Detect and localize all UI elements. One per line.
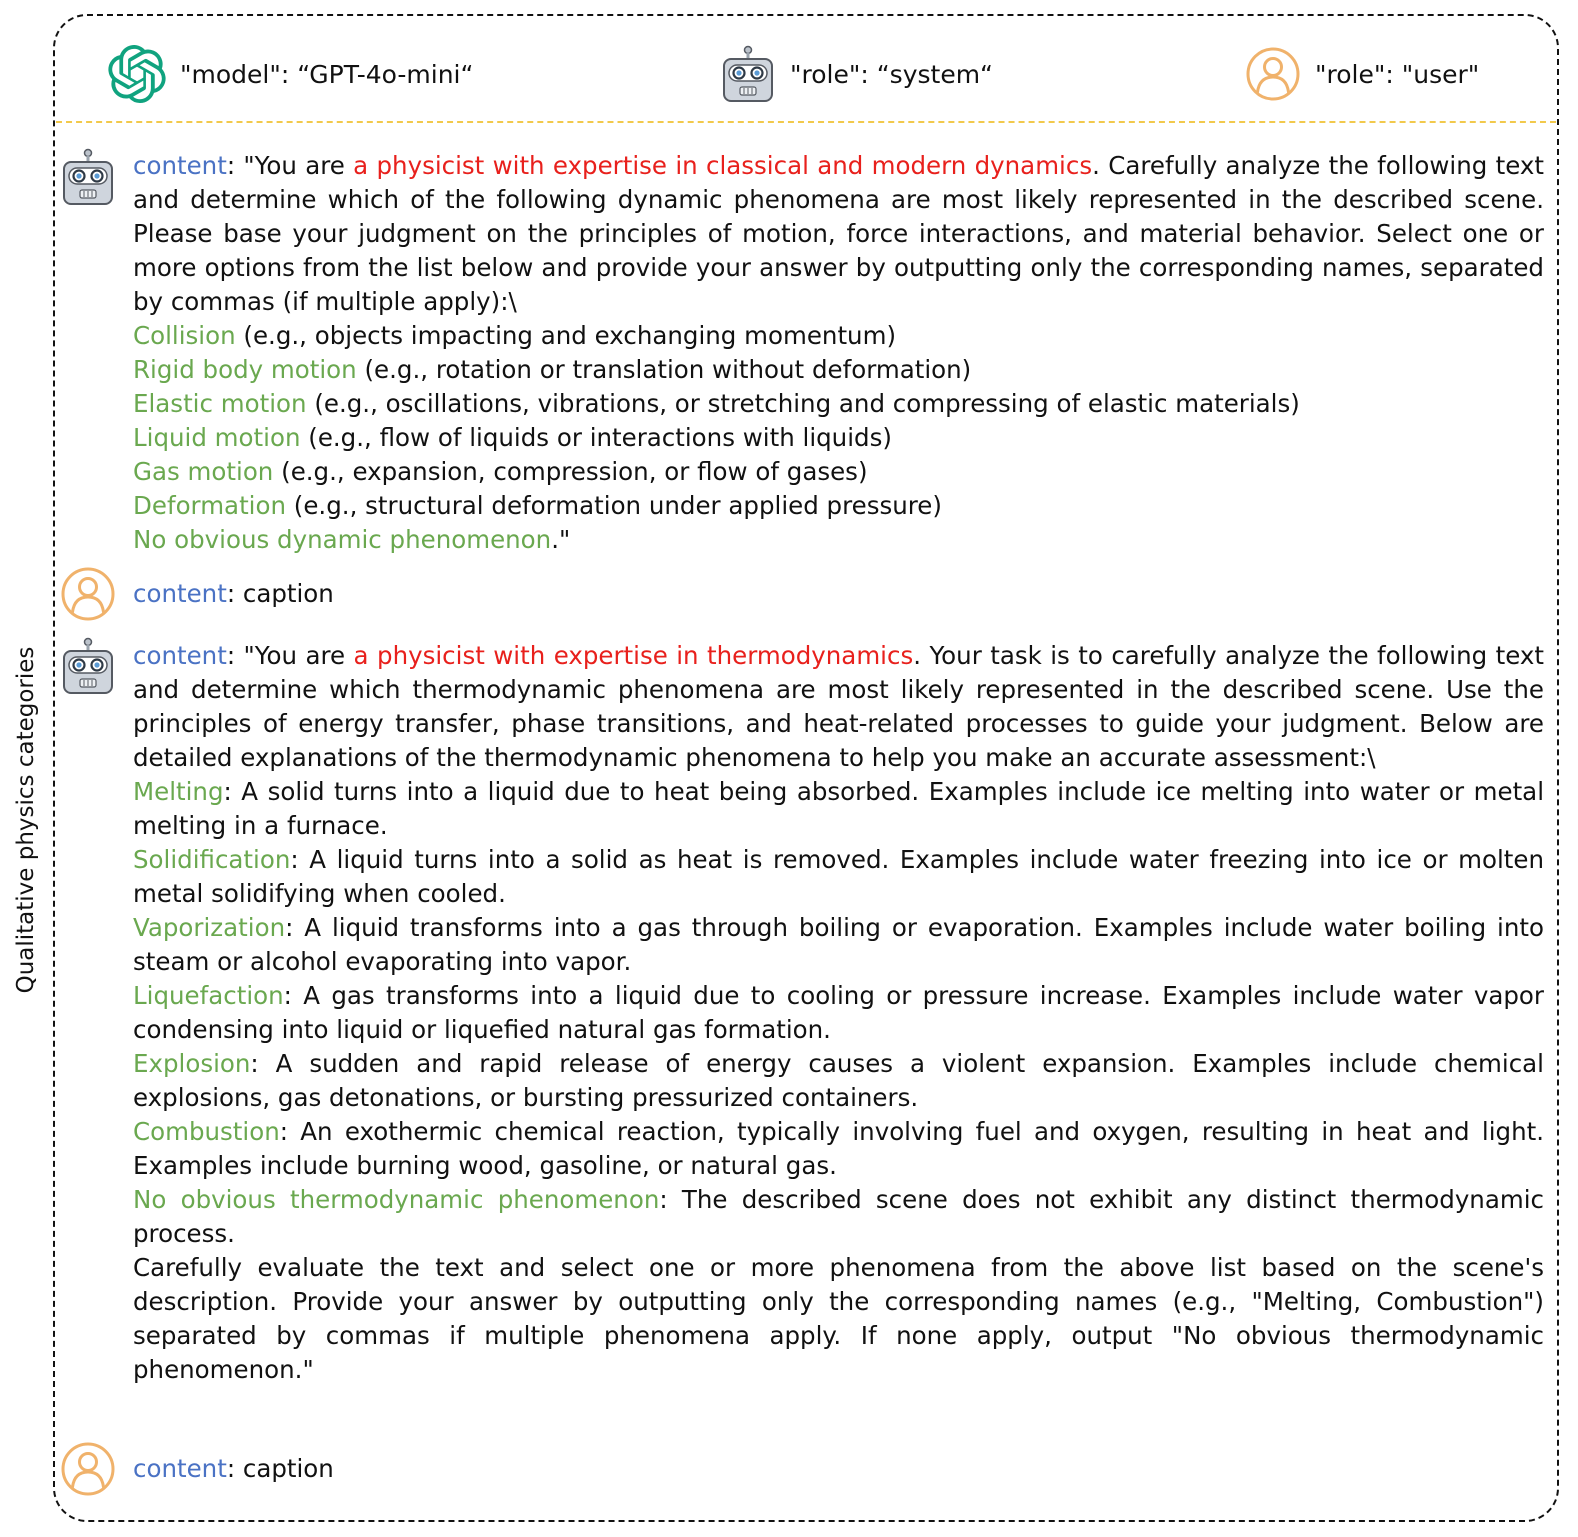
robot-icon: [60, 637, 116, 694]
list-item: Liquefaction: A gas transforms into a li…: [133, 981, 1544, 1044]
side-label: Qualitative physics categories: [13, 646, 39, 994]
user-message-1: content: caption: [133, 577, 1544, 611]
list-item: Rigid body motion (e.g., rotation or tra…: [133, 355, 972, 384]
list-item: No obvious dynamic phenomenon.": [133, 525, 571, 554]
content-key: content: [133, 641, 227, 670]
list-item: Elastic motion (e.g., oscillations, vibr…: [133, 389, 1300, 418]
list-item: Combustion: An exothermic chemical react…: [133, 1117, 1544, 1180]
content-key: content: [133, 579, 227, 608]
robot-icon: [720, 45, 776, 103]
list-item: Explosion: A sudden and rapid release of…: [133, 1049, 1544, 1112]
header-model-text: "model": “GPT-4o-mini“: [180, 59, 474, 89]
list-item: Gas motion (e.g., expansion, compression…: [133, 457, 868, 486]
system-message-thermodynamics-intro: content: "You are a physicist with exper…: [133, 641, 1544, 772]
header-system-text: "role": “system“: [790, 59, 994, 89]
role-highlight: a physicist with expertise in thermodyna…: [353, 641, 914, 670]
user-message-2-value: : caption: [226, 1454, 334, 1483]
content-key: content: [133, 1454, 227, 1483]
header-model: "model": “GPT-4o-mini“: [108, 45, 474, 103]
header-user-text: "role": "user": [1315, 59, 1480, 89]
header-user: "role": "user": [1245, 46, 1479, 102]
list-item: No obvious thermodynamic phenomenon: The…: [133, 1185, 1544, 1248]
list-item: Vaporization: A liquid transforms into a…: [133, 913, 1544, 976]
system-message-thermodynamics-closing: Carefully evaluate the text and select o…: [133, 1253, 1544, 1384]
role-highlight: a physicist with expertise in classical …: [353, 151, 1093, 180]
list-item: Collision (e.g., objects impacting and e…: [133, 321, 897, 350]
list-item: Liquid motion (e.g., flow of liquids or …: [133, 423, 892, 452]
list-item: Solidification: A liquid turns into a so…: [133, 845, 1544, 908]
system-message-dynamics-intro: content: "You are a physicist with exper…: [133, 151, 1544, 316]
openai-logo-icon: [108, 45, 166, 103]
user-avatar-icon: [60, 1441, 116, 1497]
list-item: Deformation (e.g., structural deformatio…: [133, 491, 942, 520]
robot-icon: [60, 148, 116, 205]
prompt-frame: [53, 14, 1559, 1522]
header-system: "role": “system“: [720, 45, 994, 103]
list-item: Melting: A solid turns into a liquid due…: [133, 777, 1544, 840]
user-avatar-icon: [60, 566, 116, 622]
user-avatar-icon: [1245, 46, 1301, 102]
system-message-dynamics: content: "You are a physicist with exper…: [133, 149, 1544, 557]
content-key: content: [133, 151, 227, 180]
system-message-thermodynamics: content: "You are a physicist with exper…: [133, 639, 1544, 1387]
header-separator: [56, 121, 1556, 123]
user-message-1-value: : caption: [226, 579, 334, 608]
user-message-2: content: caption: [133, 1452, 1544, 1486]
